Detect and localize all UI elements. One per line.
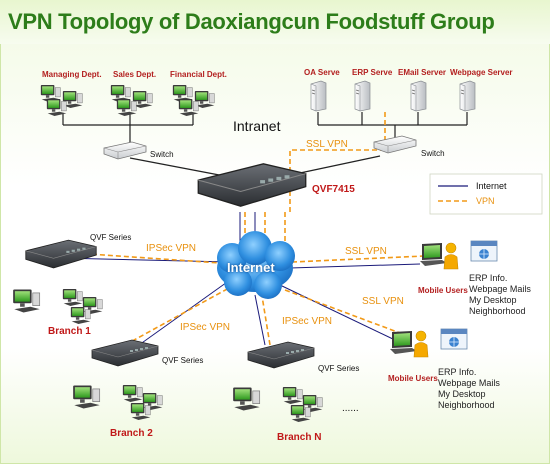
internet-label: Internet (227, 260, 275, 275)
lan-lines-right (299, 112, 468, 174)
mobile-services-list-2: ERP Info. Webpage Mails My Desktop Neigh… (438, 367, 500, 410)
dept-label-financial: Financial Dept. (170, 70, 227, 79)
branch1-label: Branch 1 (48, 326, 91, 337)
title-band (0, 0, 550, 44)
ssl-vpn-label-intranet: SSL VPN (306, 139, 348, 150)
server-icons (310, 80, 476, 112)
branchn-router-icon (247, 341, 315, 369)
server-label-email: EMail Server (398, 68, 447, 77)
ssl-vpn-label-mobile2: SSL VPN (362, 296, 404, 307)
branch-ellipsis: ...... (342, 403, 359, 414)
qvf-series-label-branchn: QVF Series (318, 364, 360, 373)
diagram-title: VPN Topology of Daoxiangcun Foodstuff Gr… (8, 9, 495, 34)
mobile-user-2 (390, 328, 468, 358)
dept-label-managing: Managing Dept. (42, 70, 102, 79)
mobile-users-label-1: Mobile Users (418, 286, 468, 295)
branch1-router-icon (25, 239, 97, 269)
branch2-label: Branch 2 (110, 428, 153, 439)
qvf-series-label-branch1: QVF Series (90, 233, 132, 242)
branch1-pcs (12, 288, 103, 325)
branch2-pcs (72, 384, 163, 421)
legend-internet-label: Internet (476, 181, 507, 191)
branch2-router-icon (91, 339, 159, 367)
switch-left-label: Switch (150, 150, 174, 159)
lan-lines-left (62, 114, 236, 179)
server-label-erp: ERP Serve (352, 68, 393, 77)
sales-dept-pcs (110, 84, 153, 117)
server-label-webpage: Webpage Server (450, 68, 513, 77)
ipsec-vpn-label-branch2: IPSec VPN (180, 322, 231, 333)
switch-left (103, 141, 147, 160)
ipsec-vpn-label-branchn: IPSec VPN (282, 316, 333, 327)
intranet-label: Intranet (233, 118, 281, 134)
managing-dept-pcs (40, 84, 83, 117)
switch-right (373, 135, 417, 154)
branchn-label: Branch N (277, 432, 322, 443)
branchn-pcs (232, 386, 323, 423)
financial-dept-pcs (172, 84, 215, 117)
ssl-vpn-label-mobile1: SSL VPN (345, 246, 387, 257)
legend (429, 173, 543, 215)
switch-right-label: Switch (421, 149, 445, 158)
mobile-user-1 (420, 240, 498, 270)
server-label-oa: OA Serve (304, 68, 340, 77)
legend-vpn-label: VPN (476, 196, 495, 206)
dept-label-sales: Sales Dept. (113, 70, 157, 79)
mobile-services-list-1: ERP Info. Webpage Mails My Desktop Neigh… (469, 273, 531, 316)
ipsec-vpn-label-branch1: IPSec VPN (146, 243, 197, 254)
mobile-users-label-2: Mobile Users (388, 374, 438, 383)
qvf-series-label-branch2: QVF Series (162, 356, 204, 365)
core-device-label: QVF7415 (312, 184, 355, 195)
internet-cloud (217, 231, 295, 299)
